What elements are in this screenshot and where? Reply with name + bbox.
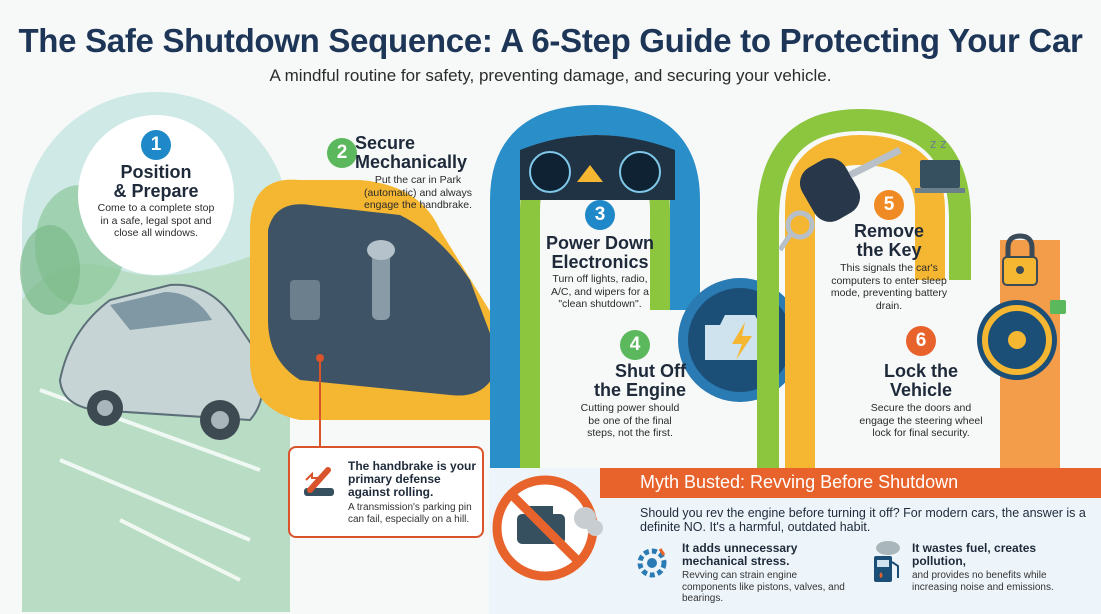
laptop-sleep-icon: z z [915, 137, 965, 193]
callout-heading: The handbrake is your primary defense ag… [348, 459, 477, 499]
myth-point-1-title: It adds unnecessary mechanical stress. [682, 541, 798, 568]
myth-banner [600, 468, 1101, 498]
svg-text:z z: z z [930, 137, 946, 151]
handbrake-icon [304, 467, 334, 496]
handbrake-callout: The handbrake is your primary defense ag… [288, 446, 484, 538]
fuel-pump-icon [874, 541, 900, 582]
step-3-number: 3 [585, 200, 615, 230]
car-illustration [58, 283, 265, 440]
callout-text: A transmission's parking pin can fail, e… [348, 502, 472, 525]
step-4-desc: Cutting power should be one of the final… [580, 402, 680, 439]
step-5-number: 5 [874, 190, 904, 220]
page-subtitle: A mindful routine for safety, preventing… [269, 66, 832, 85]
myth-question: Should you rev the engine before turning… [640, 506, 1086, 534]
step-6-title: Lock the Vehicle [883, 361, 958, 400]
step-4-number: 4 [620, 330, 650, 360]
step-3-desc: Turn off lights, radio, A/C, and wipers … [550, 273, 650, 310]
dashboard-gauges-illustration [520, 135, 675, 200]
step-4-title: Shut Off the Engine [593, 361, 686, 400]
step-5-title: Remove the Key [853, 221, 925, 260]
myth-point-2-desc: and provides no benefits while increasin… [912, 570, 1054, 593]
car-key-icon [777, 146, 902, 252]
step-6-number: 6 [906, 326, 936, 356]
padlock-icon [1002, 233, 1038, 286]
myth-title: Myth Busted: Revving Before Shutdown [640, 472, 959, 492]
step-1-title: Position & Prepare [113, 162, 199, 201]
step-2-desc: Put the car in Park (automatic) and alwa… [363, 174, 472, 211]
step-2-number: 2 [327, 138, 357, 168]
gear-icon [637, 548, 667, 578]
step-2-title: Secure Mechanically [355, 133, 468, 172]
steering-wheel-icon [977, 300, 1066, 380]
page-title: The Safe Shutdown Sequence: A 6-Step Gui… [18, 22, 1083, 59]
step-1-number: 1 [141, 130, 171, 160]
step-5-desc: This signals the car's computers to ente… [830, 262, 948, 312]
step-6-desc: Secure the doors and engage the steering… [859, 402, 983, 439]
step-3-title: Power Down Electronics [545, 233, 654, 272]
myth-point-1-desc: Revving can strain engine components lik… [682, 570, 845, 604]
step-1-desc: Come to a complete stop in a safe, legal… [97, 202, 215, 239]
no-revving-symbol [492, 475, 603, 581]
myth-point-2-title: It wastes fuel, creates pollution, [912, 541, 1037, 568]
